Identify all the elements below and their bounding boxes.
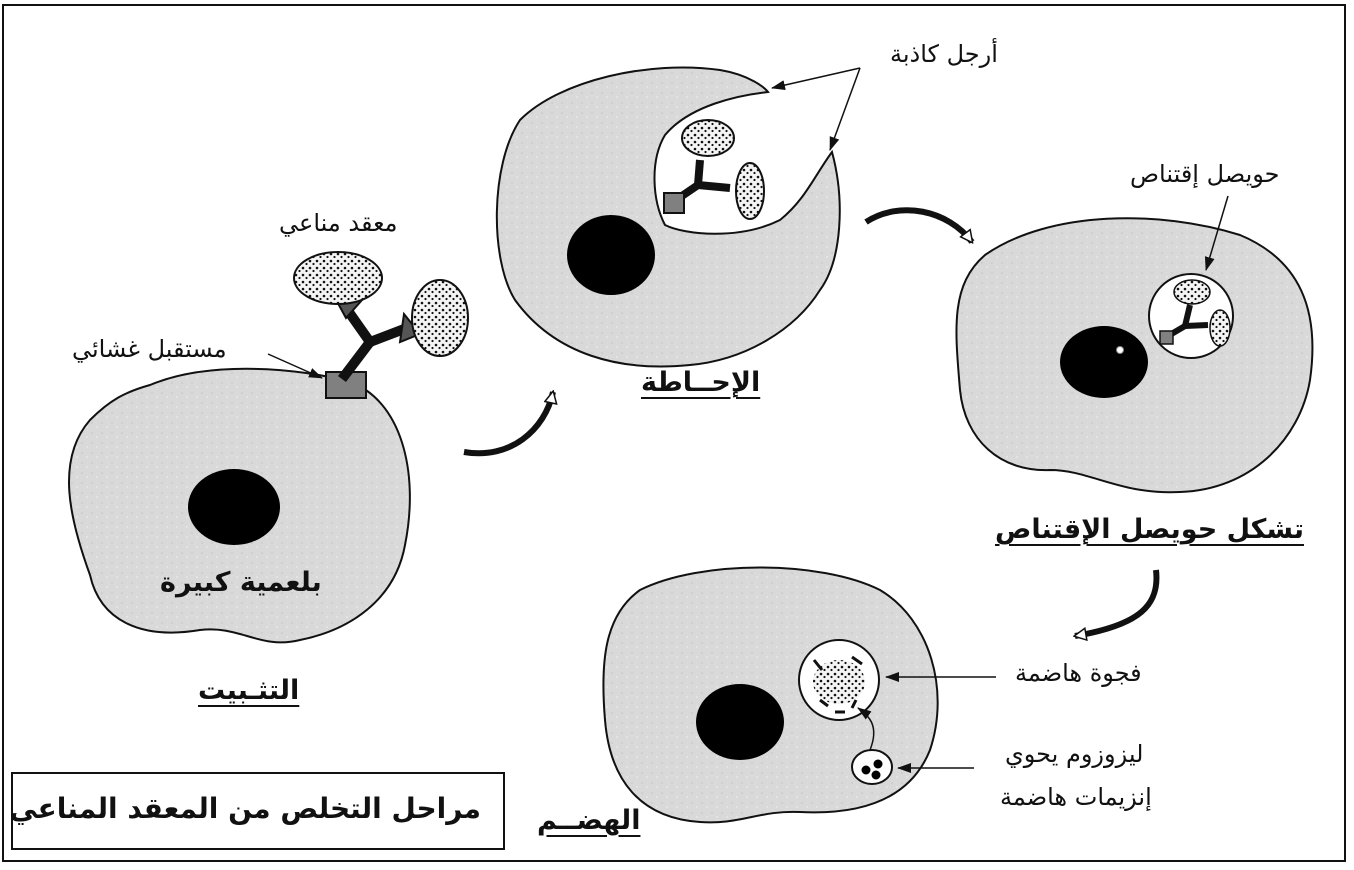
stage-arrow-1 <box>464 392 553 453</box>
caption-box: مراحل التخلص من المعقد المناعي <box>11 772 505 850</box>
membrane-receptor <box>1160 331 1173 344</box>
nucleus <box>188 469 280 545</box>
antigen-label: معقد مناعي <box>279 209 398 237</box>
stage-title-engulfment: الإحــاطة <box>641 367 760 398</box>
macrophage-cell-engulfment <box>497 67 860 366</box>
immune-complex-antigen <box>1210 310 1230 346</box>
immune-complex-antigen <box>1174 280 1210 304</box>
lysosome-label-line2: إنزيمات هاضمة <box>1000 783 1152 811</box>
pseudopod-pointer-arrow <box>772 68 860 88</box>
macrophage-cell-digestion <box>603 568 996 823</box>
stage-arrow-3 <box>1075 570 1156 636</box>
cell-name-label: بلعمية كبيرة <box>160 567 322 598</box>
diagram-caption: مراحل التخلص من المعقد المناعي <box>9 792 481 825</box>
stage-title-digestion: الهضــم <box>537 805 640 836</box>
lysosome <box>852 750 892 784</box>
immune-complex-antigen <box>736 163 764 219</box>
stage-title-fixation: التثـبيت <box>198 675 299 706</box>
nucleus <box>567 215 655 295</box>
immune-complex-antigen <box>412 280 468 356</box>
stage-title-vesicle-formation: تشكل حويصل الإقتناص <box>995 514 1304 545</box>
pseudopods-label: أرجل كاذبة <box>890 40 998 68</box>
receptor-label: مستقبل غشائي <box>72 335 227 363</box>
nucleus <box>1060 326 1148 398</box>
immune-complex-antigen <box>294 252 382 304</box>
food-vacuole-label: فجوة هاضمة <box>1015 659 1142 687</box>
lysosome-label-line1: ليزوزوم يحوي <box>1005 740 1143 768</box>
immune-complex-antigen <box>682 120 734 156</box>
macrophage-cell-vesicle <box>956 196 1312 492</box>
membrane-receptor <box>664 193 684 213</box>
vesicle-label: حويصل إقتناص <box>1130 160 1279 188</box>
pseudopod-pointer-arrow <box>830 68 860 150</box>
stage-arrow-2 <box>866 210 972 242</box>
nucleus <box>696 684 784 760</box>
